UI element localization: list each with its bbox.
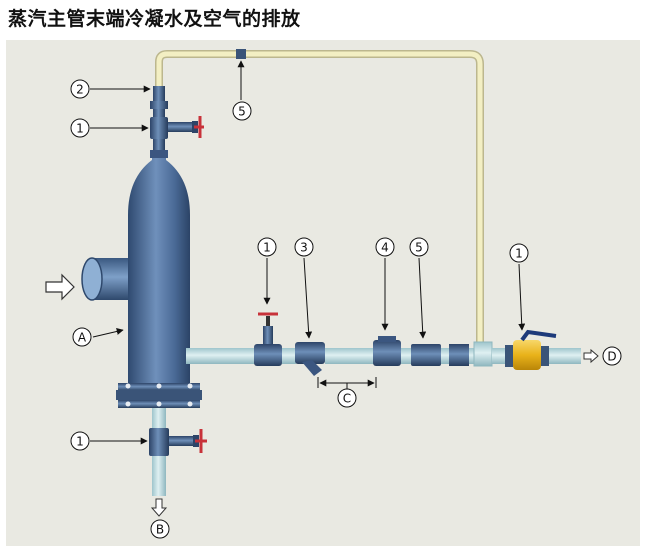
label-1-drain-valve: 1 — [257, 237, 277, 257]
top-globe-valve — [150, 117, 168, 139]
svg-text:1: 1 — [263, 241, 271, 255]
check-valve — [411, 344, 441, 366]
air-line-union — [236, 49, 246, 59]
svg-text:1: 1 — [515, 247, 523, 261]
leader-lines — [90, 60, 526, 445]
arrow-down-icon — [150, 498, 168, 517]
label-3-strainer: 3 — [294, 237, 314, 257]
separator-body — [81, 150, 202, 408]
svg-text:D: D — [607, 350, 616, 364]
bottom-globe-valve — [149, 428, 169, 456]
label-1-bottom: 1 — [70, 431, 90, 451]
steam-trap — [373, 340, 401, 366]
svg-text:B: B — [156, 523, 164, 537]
svg-text:1: 1 — [76, 435, 84, 449]
label-d: D — [602, 346, 622, 366]
svg-text:5: 5 — [238, 105, 246, 119]
page-title: 蒸汽主管末端冷凝水及空气的排放 — [8, 8, 301, 30]
drain-line — [186, 312, 599, 376]
label-2-top: 2 — [70, 79, 90, 99]
svg-text:4: 4 — [381, 241, 389, 255]
label-a: A — [72, 327, 92, 347]
strainer — [295, 342, 325, 364]
drain-globe-valve — [254, 344, 282, 366]
svg-text:1: 1 — [76, 122, 84, 136]
ball-valve — [513, 340, 541, 370]
svg-text:2: 2 — [76, 83, 84, 97]
svg-text:C: C — [343, 392, 351, 406]
svg-text:5: 5 — [415, 241, 423, 255]
air-vent-line — [155, 49, 484, 344]
label-5-air: 5 — [232, 101, 252, 121]
label-1-ball-valve: 1 — [509, 243, 529, 263]
label-1-top: 1 — [70, 118, 90, 138]
ball-valve-handle-icon — [520, 329, 557, 342]
label-5-check: 5 — [409, 237, 429, 257]
label-c: C — [337, 388, 357, 408]
dimension-c — [317, 377, 377, 389]
inlet-arrow-icon — [45, 273, 75, 301]
arrow-right-icon — [583, 348, 599, 364]
bottom-drain — [149, 408, 207, 517]
svg-text:3: 3 — [300, 241, 308, 255]
label-b: B — [150, 519, 170, 539]
tee-fitting — [473, 341, 493, 367]
label-4-trap: 4 — [375, 237, 395, 257]
svg-text:A: A — [78, 331, 87, 345]
top-fittings — [150, 86, 204, 153]
